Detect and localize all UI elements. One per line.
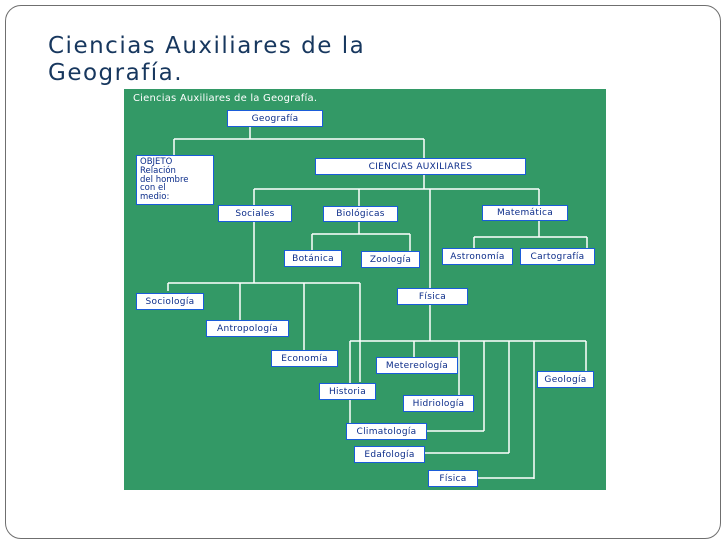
node-sociologia: Sociología <box>136 293 204 310</box>
node-edafologia: Edafología <box>354 446 425 463</box>
node-climatologia: Climatología <box>346 423 427 440</box>
node-zoologia: Zoología <box>361 251 420 268</box>
node-fisica: Física <box>397 288 468 305</box>
connector-lines <box>167 126 588 479</box>
diagram-panel: Ciencias Auxiliares de la Geografía. <box>124 89 606 490</box>
node-economia: Economía <box>271 350 338 367</box>
node-sociales: Sociales <box>218 205 292 222</box>
node-geologia: Geología <box>537 371 594 388</box>
slide-frame <box>5 5 721 539</box>
diagram-title: Ciencias Auxiliares de la Geografía. <box>133 93 318 104</box>
node-matematica: Matemática <box>482 205 568 221</box>
slide-title: Ciencias Auxiliares de la Geografía. <box>48 33 365 87</box>
node-hidrologia: Hidriología <box>403 395 474 412</box>
slide-title-line1: Ciencias Auxiliares de la <box>48 33 366 59</box>
node-astronomia: Astronomía <box>442 248 513 265</box>
node-objeto: OBJETO Relación del hombre con el medio: <box>136 155 214 205</box>
node-antropologia: Antropología <box>206 320 289 337</box>
node-fisica-2: Física <box>428 470 478 487</box>
node-historia: Historia <box>319 383 376 400</box>
node-metereologia: Metereología <box>376 357 458 374</box>
node-cartografia: Cartografía <box>520 248 595 265</box>
node-botanica: Botánica <box>284 250 342 267</box>
slide-title-line2: Geografía. <box>48 60 184 86</box>
node-geografia: Geografía <box>227 110 323 127</box>
node-biologicas: Biológicas <box>323 206 398 222</box>
node-ciencias-auxiliares: CIENCIAS AUXILIARES <box>315 158 526 175</box>
